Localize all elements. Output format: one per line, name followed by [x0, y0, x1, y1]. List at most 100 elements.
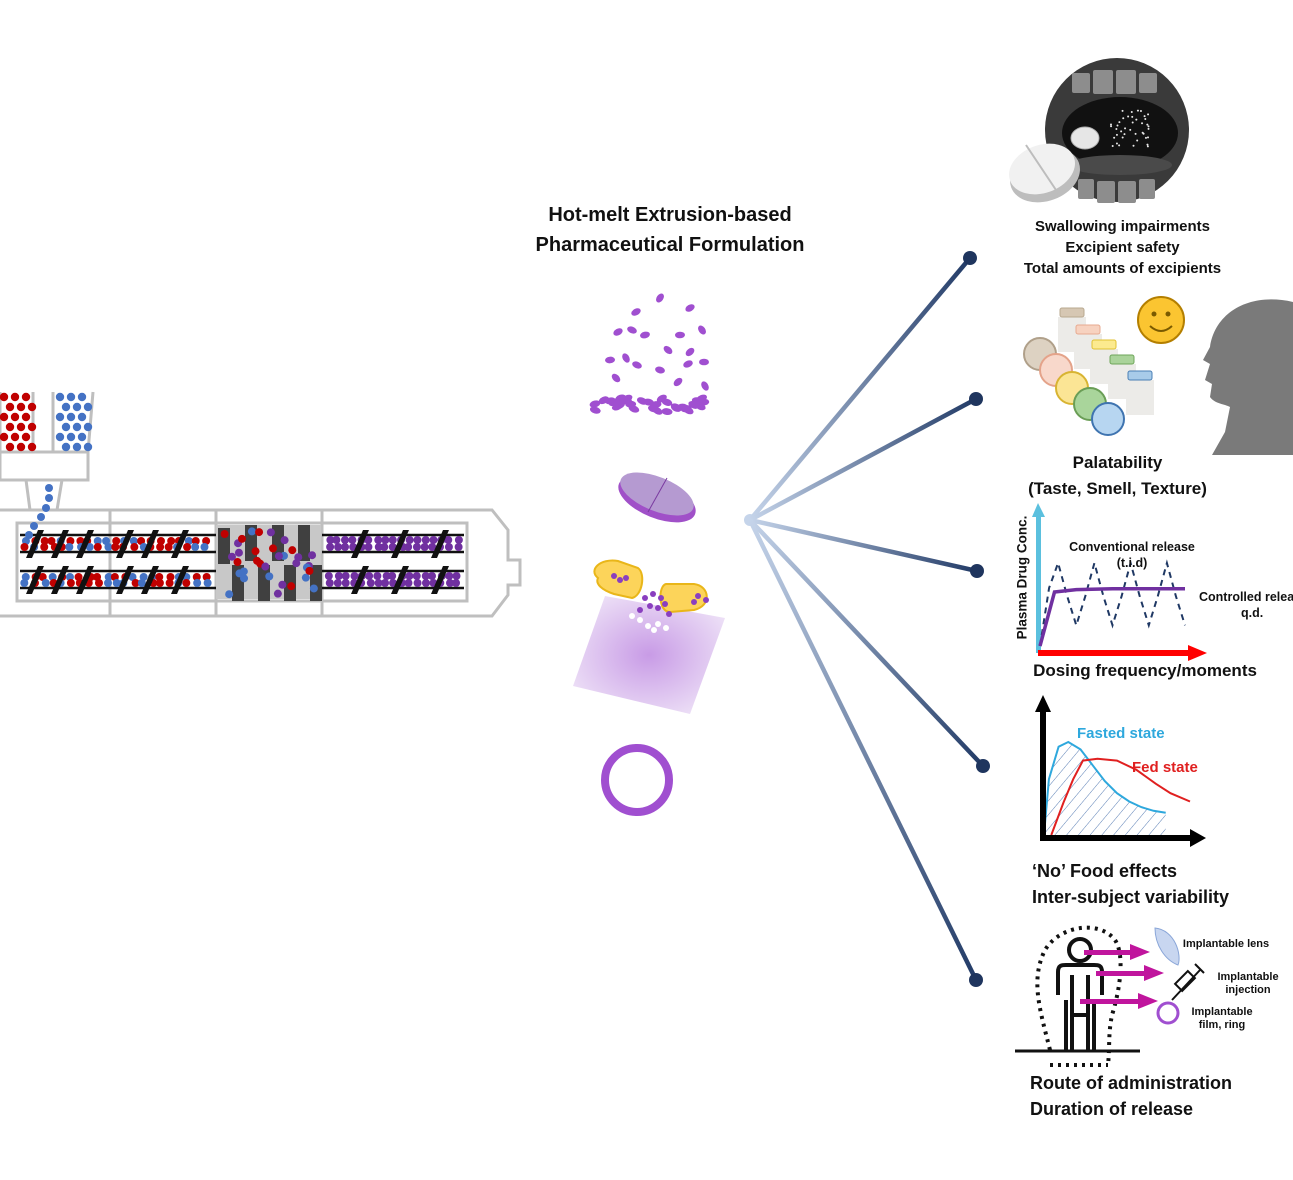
mixed-particle — [164, 543, 173, 551]
api-particle — [5, 442, 15, 452]
series-fed-state — [1050, 757, 1191, 836]
mixed-particle — [94, 579, 103, 587]
drug-particle — [662, 601, 668, 607]
melt-particle — [365, 572, 374, 580]
mixing-particle — [247, 527, 256, 536]
mixed-particle — [21, 537, 30, 545]
powder-particle — [1146, 123, 1149, 126]
screw-flight — [26, 566, 44, 594]
caption-line: Route of administration — [1030, 1073, 1232, 1093]
mixed-particle — [41, 579, 50, 587]
screw-flights — [26, 530, 449, 594]
granule — [699, 358, 709, 366]
melt-particle — [454, 543, 463, 551]
granule — [670, 404, 682, 412]
screw-flight — [391, 530, 409, 558]
mixed-particle — [167, 537, 176, 545]
granule — [685, 304, 695, 312]
mixed-particle — [191, 543, 200, 551]
mixed-particle — [93, 573, 102, 581]
mixed-particle — [40, 537, 49, 545]
excipient-particle — [645, 623, 651, 629]
powder-particle — [1135, 118, 1138, 121]
melt-particle — [444, 543, 453, 551]
melt-particle — [404, 579, 413, 587]
mixed-particle — [139, 573, 148, 581]
melt-particle — [452, 579, 461, 587]
mixed-particle — [166, 573, 175, 581]
melt-particle — [374, 536, 383, 544]
granule — [688, 401, 699, 409]
melt-particle — [366, 579, 375, 587]
title-line-2: Pharmaceutical Formulation — [535, 234, 805, 256]
melt-particle — [334, 572, 343, 580]
mixing-particle — [225, 590, 234, 599]
y-axis-label: Plasma Drug Conc. — [1014, 515, 1030, 640]
granule — [627, 326, 637, 334]
granule — [632, 361, 642, 369]
melt-particle — [325, 579, 334, 587]
api-particle — [27, 442, 37, 452]
conventional-release-label: Conventional release (t.i.d) — [1062, 539, 1202, 571]
hopper-right — [51, 391, 95, 453]
mixed-particle — [156, 537, 165, 545]
mixing-particle — [265, 572, 274, 581]
mixed-particle — [21, 573, 30, 581]
melt-particle — [405, 572, 414, 580]
powder-particle — [1146, 143, 1149, 146]
screw-flight — [351, 530, 369, 558]
drug-particle — [655, 605, 661, 611]
api-particle — [21, 392, 31, 402]
mixing-particle — [239, 567, 248, 576]
mixed-particle — [110, 573, 119, 581]
melt-particle — [341, 572, 350, 580]
label-line: Conventional release — [1069, 540, 1195, 554]
powder-particle — [1113, 136, 1116, 139]
caption-route: Route of administration Duration of rele… — [1030, 1070, 1280, 1122]
polymer-particle — [77, 392, 87, 402]
mixing-particle — [261, 562, 270, 571]
screw-flight — [171, 566, 189, 594]
polymer-particle — [30, 522, 38, 530]
melt-particle — [381, 536, 390, 544]
controlled-release-label: Controlled relea q.d. — [1199, 589, 1293, 621]
drug-particle — [623, 575, 629, 581]
powder-particle — [1116, 124, 1119, 127]
powder-particle — [1136, 109, 1139, 112]
powder-particle — [1147, 136, 1150, 139]
powder-particle — [1111, 144, 1114, 147]
polymer-particle — [72, 402, 82, 412]
diagram-title: Hot-melt Extrusion-based Pharmaceutical … — [500, 200, 840, 260]
api-particle — [10, 412, 20, 422]
granule — [611, 373, 621, 383]
screw-flight — [76, 566, 94, 594]
screw-flight — [51, 566, 69, 594]
powder-particle — [1131, 121, 1134, 124]
powder-particle — [1144, 136, 1147, 139]
api-particle — [27, 402, 37, 412]
feed-box — [0, 450, 90, 482]
x-axis-arrow — [1038, 645, 1207, 661]
y-axis-arrow — [1035, 695, 1051, 840]
mixed-particle — [137, 579, 146, 587]
powder-particle — [1143, 115, 1146, 118]
powder-particle — [1124, 127, 1127, 130]
mixing-particle — [255, 528, 264, 537]
granule — [685, 347, 695, 357]
polymer-particle — [25, 531, 33, 539]
mixing-particle — [288, 546, 297, 555]
melt-particle — [334, 543, 343, 551]
melt-particle — [388, 543, 397, 551]
mixed-particle — [129, 537, 138, 545]
mixed-particle — [111, 543, 120, 551]
polymer-particle — [83, 442, 93, 452]
mixing-particle — [273, 589, 282, 598]
excipient-particle — [629, 613, 635, 619]
polymer-particle — [55, 432, 65, 442]
melt-particle — [429, 536, 438, 544]
mixed-particle — [76, 537, 85, 545]
caption-line: Palatability — [1072, 453, 1163, 472]
label-line: Implantable — [1217, 971, 1279, 983]
mixed-particle — [131, 579, 140, 587]
